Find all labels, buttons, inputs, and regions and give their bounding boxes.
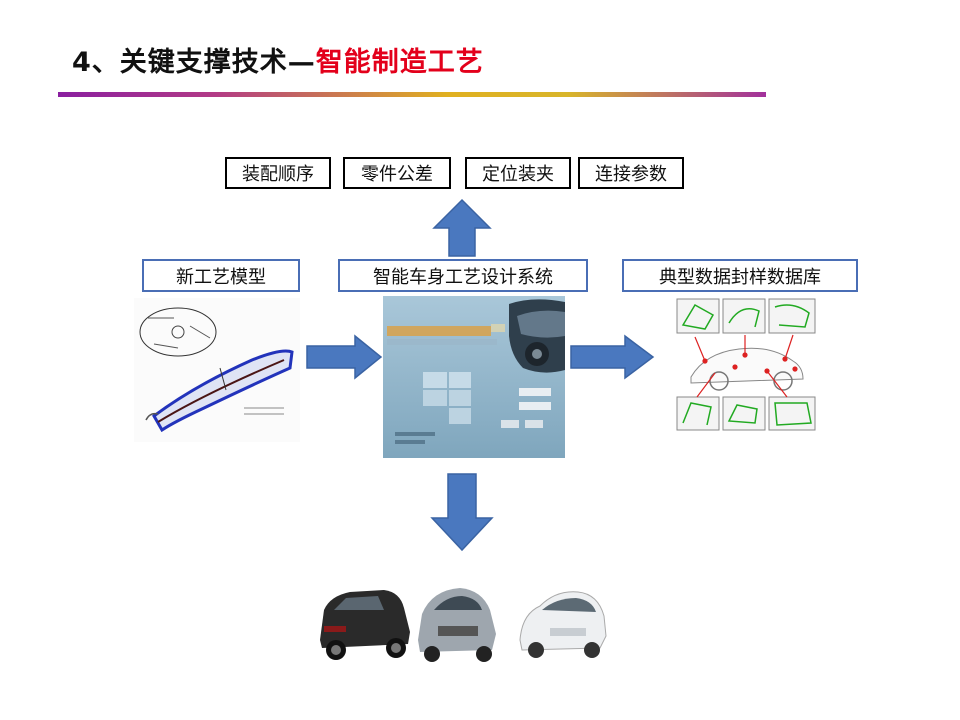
box-positioning-fixture: 定位装夹 (465, 157, 571, 189)
arrow-right-icon (570, 334, 655, 380)
title-underline (58, 92, 766, 97)
process-model-image (134, 298, 300, 442)
cad-database-image (675, 297, 818, 432)
slide-title: 4、关键支撑技术—智能制造工艺 (72, 40, 484, 79)
title-prefix: 4、关键支撑技术— (72, 47, 316, 78)
box-assembly-sequence: 装配顺序 (225, 157, 331, 189)
box-new-process-model: 新工艺模型 (142, 259, 300, 292)
box-connection-params: 连接参数 (578, 157, 684, 189)
arrow-right-icon (306, 334, 383, 380)
design-system-screenshot (383, 296, 565, 458)
arrow-up-icon (432, 198, 492, 257)
box-intelligent-body-process-design-system: 智能车身工艺设计系统 (338, 259, 588, 292)
box-part-tolerance: 零件公差 (343, 157, 451, 189)
title-highlight: 智能制造工艺 (315, 47, 484, 78)
arrow-down-icon (430, 473, 494, 552)
box-typical-data-sample-database: 典型数据封样数据库 (622, 259, 858, 292)
production-cars-image (300, 570, 620, 670)
